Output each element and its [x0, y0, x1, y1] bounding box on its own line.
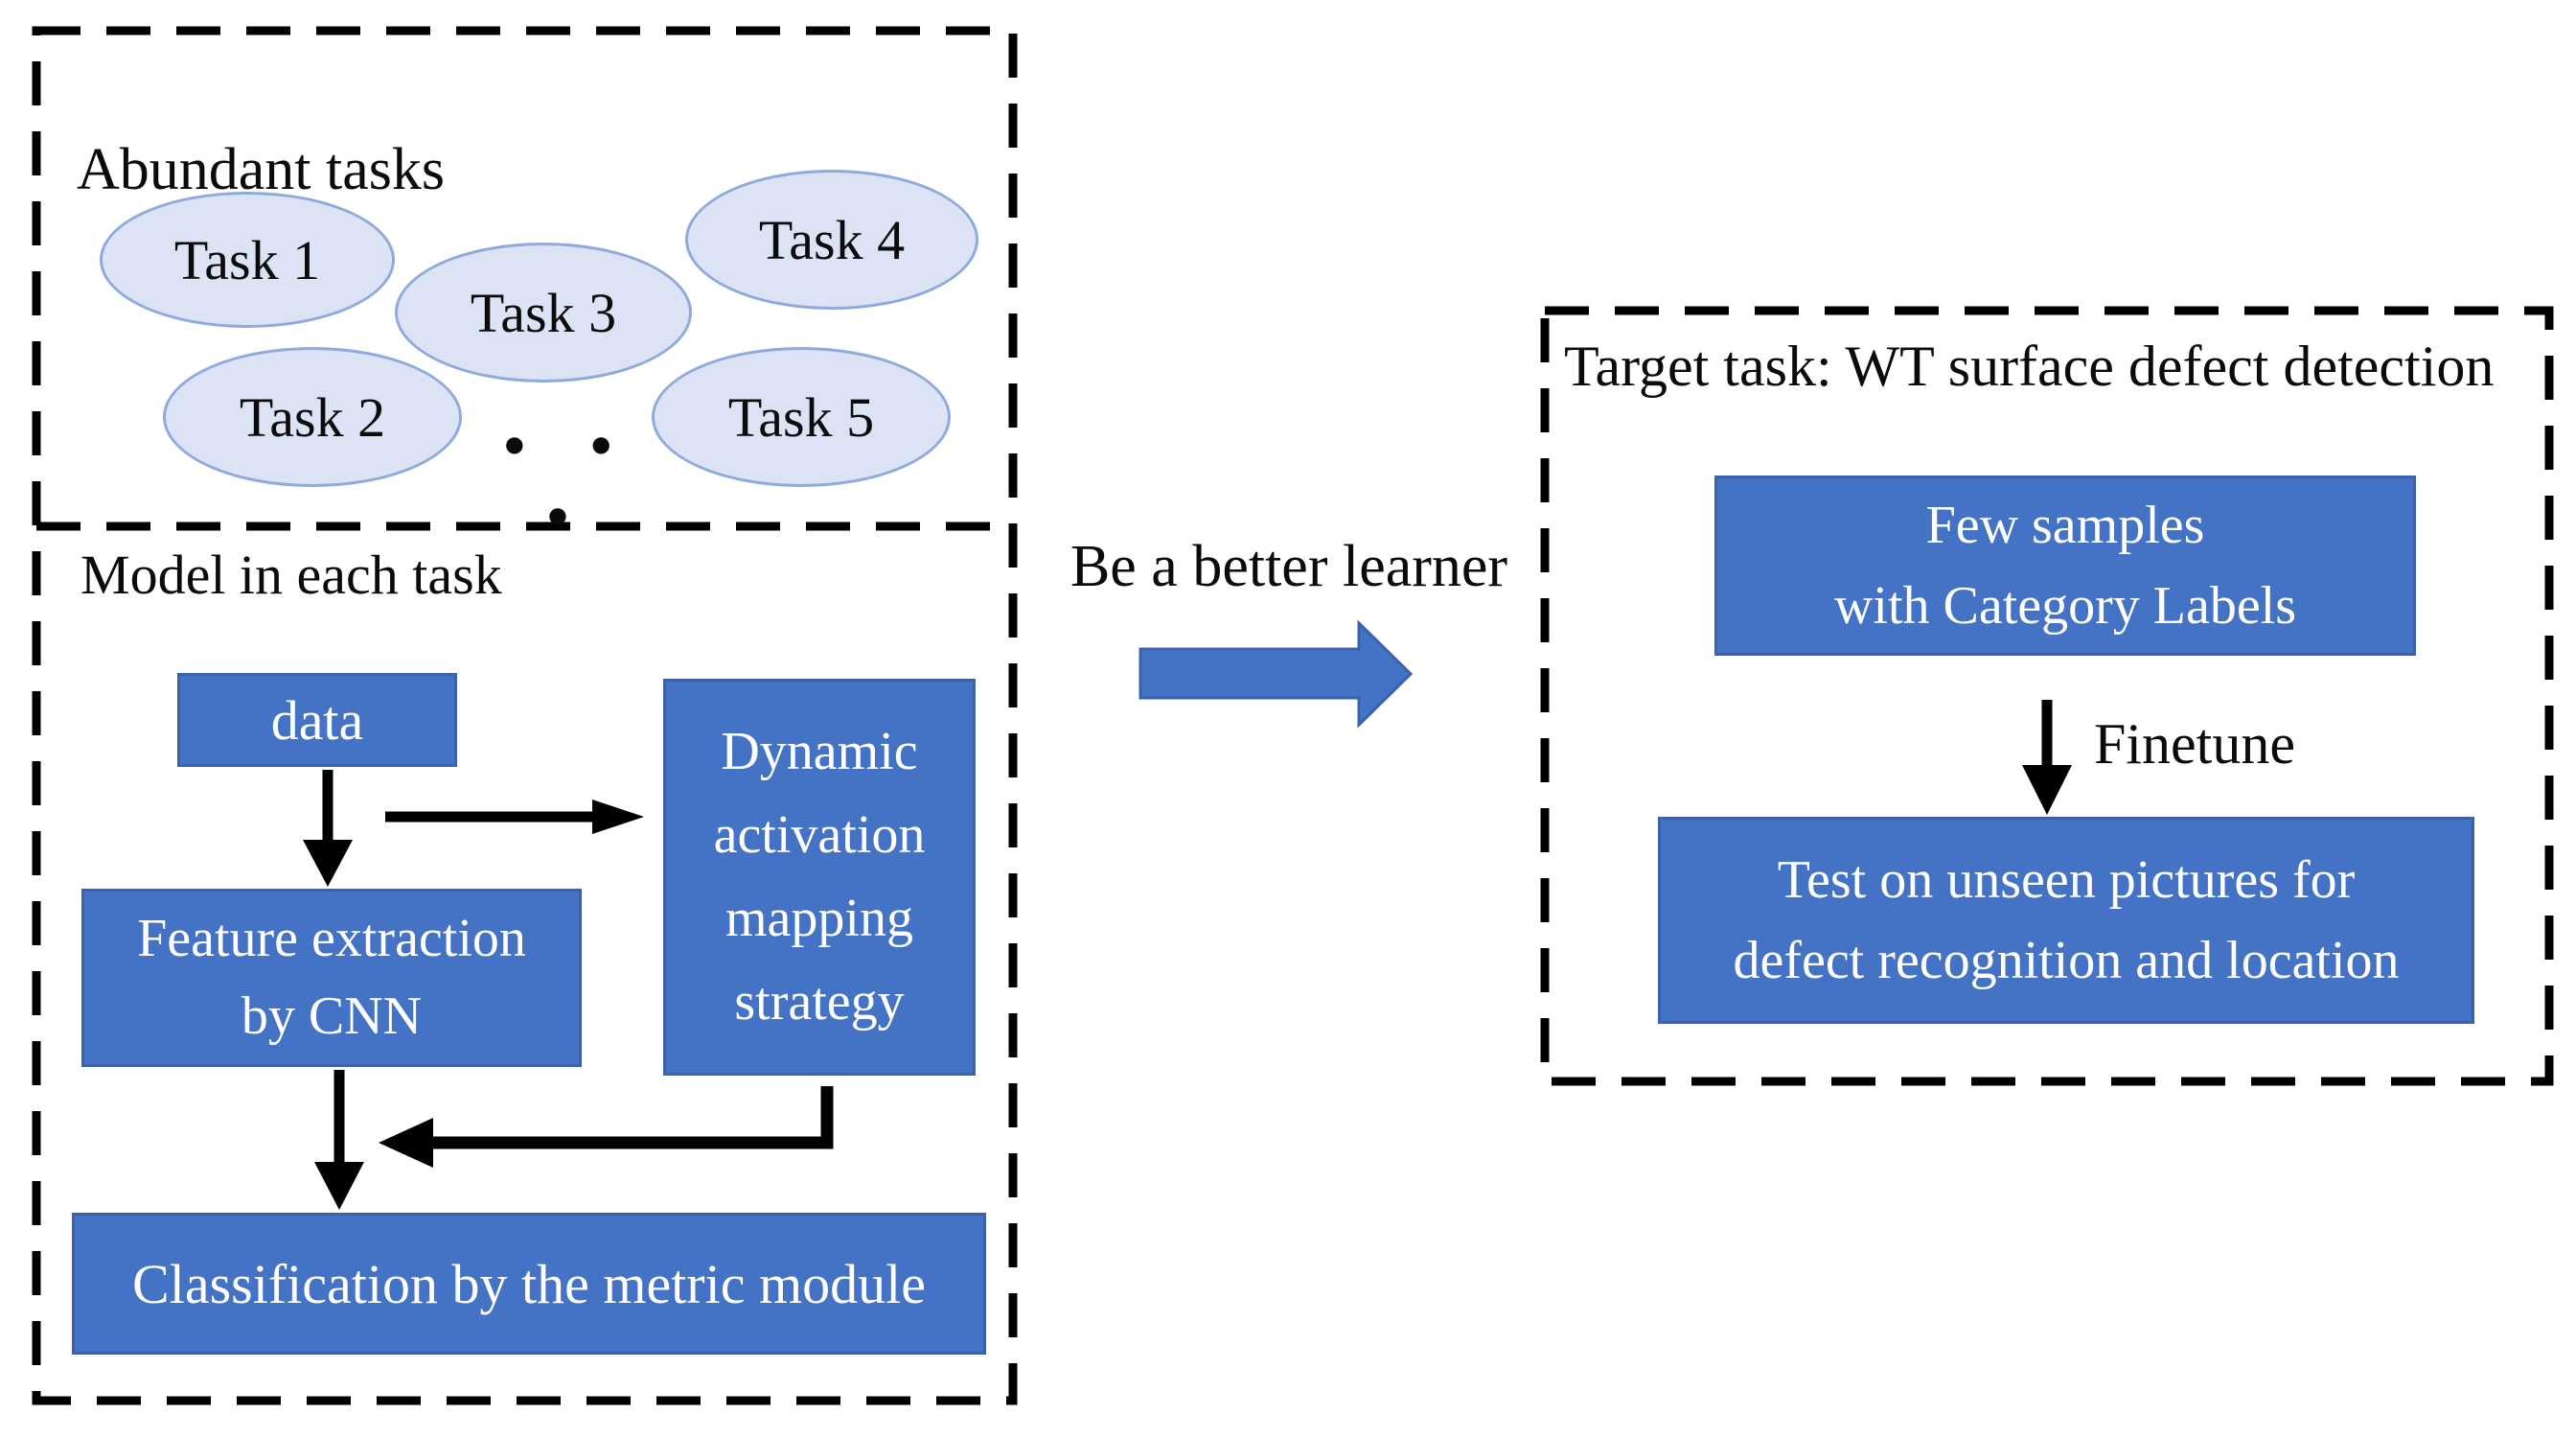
dynamic-to-classification-elbow-arrow — [379, 1086, 834, 1168]
test-unseen-pictures-box: Test on unseen pictures for defect recog… — [1658, 817, 2474, 1024]
feature-extraction-box: Feature extraction by CNN — [81, 889, 582, 1067]
task-1-label: Task 1 — [173, 228, 321, 291]
data-to-feature-arrow — [303, 770, 353, 887]
left-panel-dashed-border — [32, 26, 1018, 1405]
task-3-ellipse: Task 3 — [395, 243, 692, 383]
more-tasks-ellipsis: • • • — [503, 411, 637, 550]
finetune-label: Finetune — [2094, 712, 2295, 776]
classification-metric-box: Classification by the metric module — [72, 1213, 986, 1355]
finetune-arrow — [2022, 700, 2072, 815]
dynamic-activation-mapping-box: Dynamic activation mapping strategy — [663, 679, 976, 1076]
task-4-ellipse: Task 4 — [685, 170, 978, 310]
feature-to-classification-arrow — [314, 1070, 364, 1210]
task-2-label: Task 2 — [239, 385, 386, 449]
task-4-label: Task 4 — [758, 208, 906, 271]
target-panel-dashed-border — [1540, 306, 2554, 1086]
task-5-label: Task 5 — [727, 385, 875, 449]
task-5-ellipse: Task 5 — [652, 347, 951, 487]
better-learner-block-arrow-icon — [1138, 619, 1414, 729]
data-box: data — [177, 673, 457, 767]
task-3-label: Task 3 — [470, 281, 617, 344]
task-2-ellipse: Task 2 — [163, 347, 462, 487]
data-to-dynamic-arrow — [385, 800, 644, 834]
few-samples-box: Few samples with Category Labels — [1714, 475, 2416, 656]
task-1-ellipse: Task 1 — [100, 192, 395, 328]
better-learner-label: Be a better learner — [1070, 534, 1508, 599]
target-task-title: Target task: WT surface defect detection — [1564, 335, 2495, 398]
model-in-each-task-title: Model in each task — [80, 544, 502, 606]
abundant-tasks-title: Abundant tasks — [77, 137, 446, 202]
